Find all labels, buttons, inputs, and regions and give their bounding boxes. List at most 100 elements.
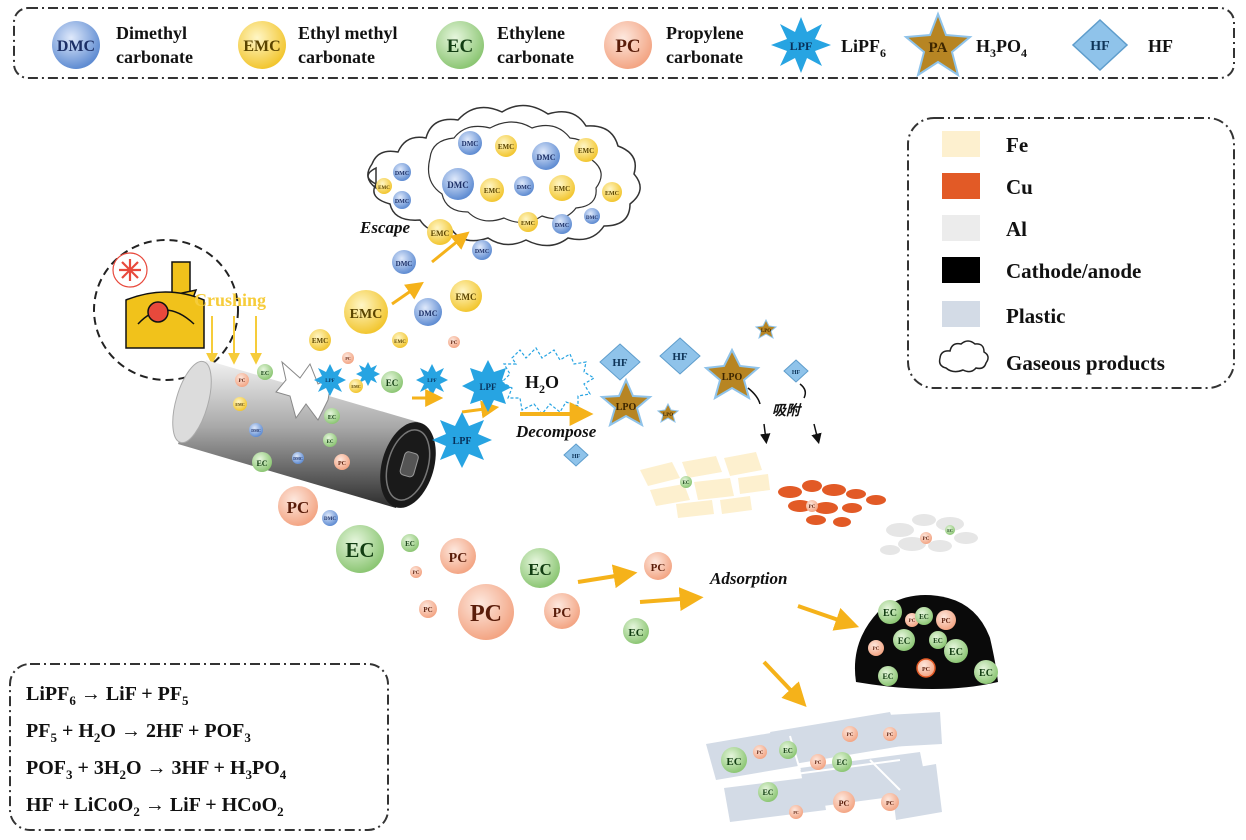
cyl-pc-2-circle — [342, 352, 354, 364]
cylinder-molecules: PC EC EMC DMC EC DMC LPF PC EMC EC LPF E… — [233, 352, 448, 472]
dmc-molecule-icon — [52, 21, 100, 69]
cloud-dmc-8-label: DMC — [586, 216, 598, 221]
pl-pc-4: PC — [883, 727, 897, 741]
ads-pc-5-circle — [458, 584, 514, 640]
esc-pc-1: PC — [448, 336, 460, 348]
cloud-emc-6-label: EMC — [521, 221, 535, 227]
esc-emc-5: EMC — [392, 332, 408, 348]
legend-pa-name: H3PO4 — [976, 36, 1027, 60]
legend-item-hf: HF HF — [1071, 18, 1173, 72]
cloud-icon — [938, 340, 989, 373]
right-legend-box — [907, 117, 1235, 389]
legend-pa-abbr: PA — [929, 40, 948, 56]
fe-frag-6 — [738, 474, 770, 494]
cu-frag-4 — [846, 489, 866, 499]
cloud-emc-6: EMC — [518, 212, 538, 232]
ec-molecule-icon — [436, 21, 484, 69]
pa-name-sub4: 4 — [1021, 46, 1027, 60]
equation-4: HF + LiCoO2 → LiF + HCoO2 — [26, 794, 284, 819]
equation-4-part-3: → LiF + HCoO — [140, 794, 277, 816]
esc-emc-3-circle — [344, 290, 388, 334]
cu-fragments — [778, 480, 886, 527]
pile-ec-5-label: EC — [949, 647, 963, 658]
ads-ec-1-circle — [336, 525, 384, 573]
equation-1: LiPF6 → LiF + PF5 — [26, 683, 189, 708]
lpf-name-sub: 6 — [880, 46, 886, 60]
esc-emc-3: EMC — [344, 290, 388, 334]
pile-ec-4: EC — [929, 631, 947, 649]
al-ec: EC — [945, 525, 955, 535]
hf-2-label: HF — [672, 351, 688, 363]
legend-emc-name-2: carbonate — [298, 47, 375, 67]
pile-pc-3-circle — [868, 640, 884, 656]
adsorption-molecules: PC DMC EC EC PC PC PC PC EC PC PC EC — [278, 486, 672, 644]
water-sub: 2 — [539, 382, 545, 396]
lpo-3-star — [656, 402, 680, 424]
ads-pc-4: PC — [419, 600, 437, 618]
equation-2-part-4: 2 — [94, 730, 101, 745]
cloud-dmc-2: DMC — [532, 142, 560, 170]
pl-pc-5-label: PC — [793, 810, 798, 815]
equation-2-part-5: O → 2HF + POF — [100, 720, 244, 742]
crusher-blade-icon — [119, 259, 141, 281]
pl-ec-3-label: EC — [836, 758, 847, 767]
al-label: Al — [1006, 217, 1027, 241]
al-frag-1 — [886, 523, 914, 537]
lpo-2: LPO — [703, 347, 761, 401]
esc-emc-5-circle — [392, 332, 408, 348]
cloud-emc-2: EMC — [574, 138, 598, 162]
al-ec-circle — [945, 525, 955, 535]
equation-1-part-4: 5 — [182, 693, 189, 708]
cylinder-terminal — [399, 451, 419, 478]
pile-pc-2-label: PC — [941, 617, 950, 625]
ads-pc-3-circle — [410, 566, 422, 578]
lpo-3-label: LPO — [663, 413, 673, 418]
pl-ec-1-label: EC — [726, 756, 741, 768]
hf-4-diamond — [563, 443, 589, 467]
pile-ec-3-label: EC — [898, 636, 911, 646]
cyl-ec-4-circle — [324, 408, 340, 424]
equation-1-part-1: LiPF — [26, 683, 69, 705]
legend-hf-abbr: HF — [1090, 39, 1109, 54]
cloud-emc-3: EMC — [480, 178, 504, 202]
plastic-sheet-2 — [770, 712, 902, 766]
adsorb-cn-label: 吸附 — [772, 402, 802, 419]
cloud-dmc-1: DMC — [458, 131, 482, 155]
plastic-molecules: EC PC EC PC EC PC PC EC PC PC PC — [721, 726, 899, 819]
ads-pc-7-circle — [644, 552, 672, 580]
decompose-label: Decompose — [515, 422, 597, 441]
cloud-emc-2-label: EMC — [578, 147, 594, 155]
cyl-emc-2-circle — [349, 379, 363, 393]
cu-label: Cu — [1006, 175, 1033, 199]
pile-ec-4-circle — [929, 631, 947, 649]
pl-pc-1: PC — [753, 745, 767, 759]
hf-4-label: HF — [572, 454, 581, 460]
cloud-dmc-7: DMC — [552, 214, 572, 234]
cloud-dmc-5-label: DMC — [395, 171, 409, 177]
pl-ec-1: EC — [721, 747, 747, 773]
cyl-ec-2-circle — [252, 452, 272, 472]
escape-arrow-1 — [391, 281, 424, 306]
ads-pc-6-circle — [544, 593, 580, 629]
esc-pc-1-circle — [448, 336, 460, 348]
pl-ec-2-label: EC — [783, 747, 793, 755]
ads-ec-2: EC — [401, 534, 419, 552]
pc-molecule-icon — [604, 21, 652, 69]
ads-pc-1-circle — [278, 486, 318, 526]
cyl-emc-1-circle — [233, 397, 247, 411]
ads-ec-1: EC — [336, 525, 384, 573]
crusher-hopper — [171, 261, 191, 295]
esc-emc-4-label: EMC — [312, 337, 328, 345]
adsorb-line-1 — [747, 387, 761, 405]
al-frag-2 — [912, 514, 936, 526]
legend-ec-abbr: EC — [447, 36, 473, 57]
cyl-dmc-2-circle — [292, 452, 304, 464]
ads-ec-3: EC — [520, 548, 560, 588]
adsorb-arrow-2 — [811, 423, 822, 445]
cu-frag-2 — [802, 480, 822, 492]
al-fragments — [880, 514, 978, 555]
lpo-1-label: LPO — [616, 402, 637, 413]
cloud-emc-3-label: EMC — [484, 187, 500, 195]
legend-dmc-name-2: carbonate — [116, 47, 193, 67]
cloud-emc-4-label: EMC — [554, 185, 570, 193]
